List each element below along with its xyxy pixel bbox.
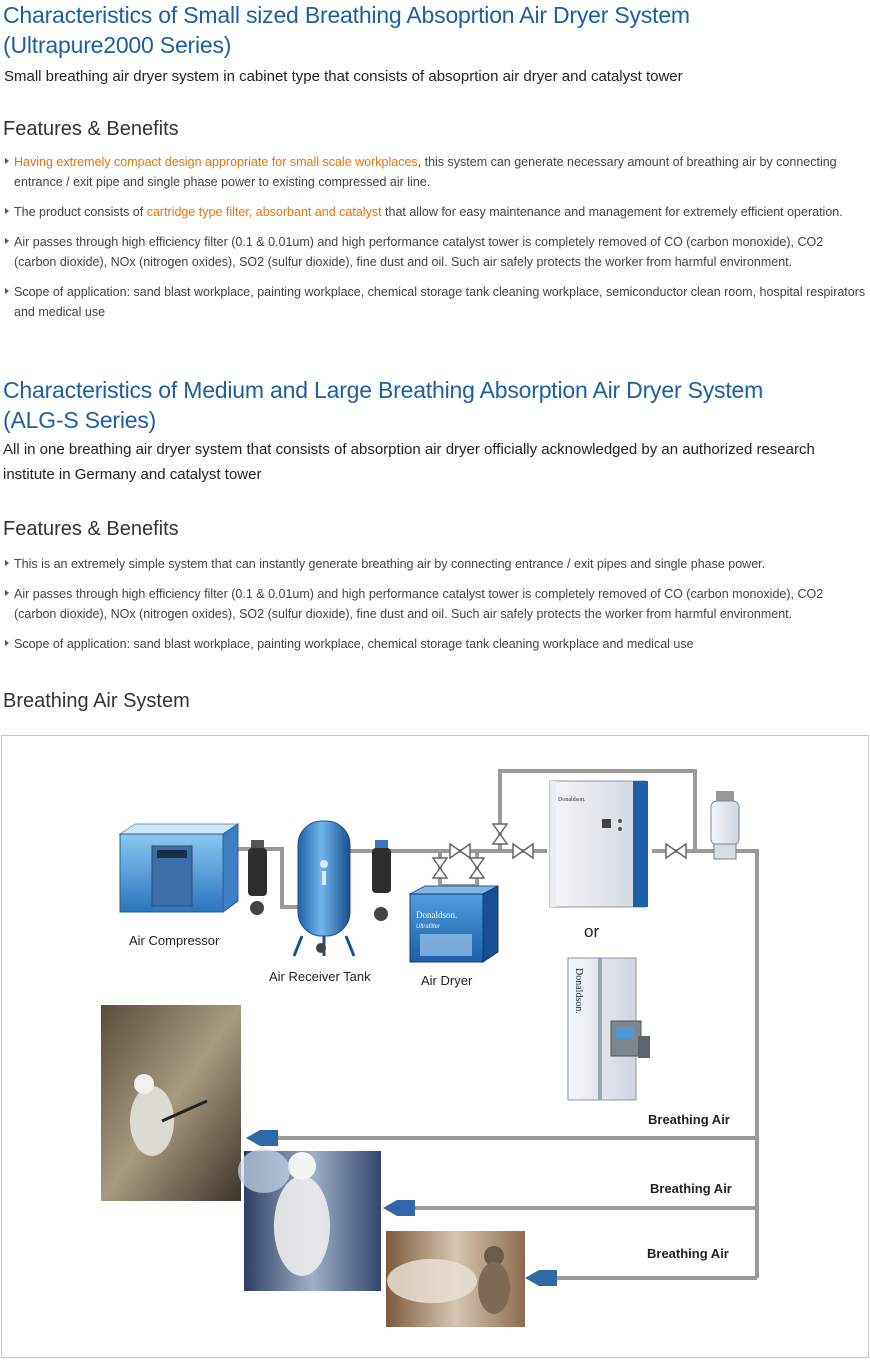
filter-icon [248, 840, 267, 915]
feature-text-pre: The product consists of [14, 205, 147, 219]
section1-title-line1: Characteristics of Small sized Breathing… [3, 2, 690, 28]
catalyst-tower-icon [710, 791, 740, 860]
feature-item: Having extremely compact design appropri… [4, 152, 866, 192]
feature-text: Air passes through high efficiency filte… [14, 587, 824, 621]
section2-subtitle: All in one breathing air dryer system th… [3, 441, 815, 483]
section2-title-line1: Characteristics of Medium and Large Brea… [3, 377, 764, 403]
svg-text:Donaldson.: Donaldson. [558, 797, 586, 803]
feature-item: The product consists of cartridge type f… [4, 202, 866, 222]
feature-text: that allow for easy maintenance and mana… [381, 205, 843, 219]
feature-item: Air passes through high efficiency filte… [4, 584, 866, 624]
feature-text: Air passes through high efficiency filte… [14, 235, 824, 269]
air-compressor-icon [118, 823, 240, 913]
sand-blast-photo [386, 1231, 525, 1327]
section2-features-list: This is an extremely simple system that … [4, 554, 866, 664]
section3-title: Breathing Air System [3, 690, 190, 712]
air-dryer-icon: Donaldson. Ultrafilter [409, 885, 499, 963]
air-receiver-tank-icon [292, 820, 356, 957]
section2-features-heading: Features & Benefits [3, 518, 179, 540]
tank-cleaning-photo [101, 1005, 241, 1201]
ultrapure2000-cabinet-icon: Donaldson. [567, 957, 650, 1101]
alg-s-cabinet-icon: Donaldson. [549, 780, 648, 908]
feature-text: This is an extremely simple system that … [14, 557, 766, 571]
section2-title-line2: (ALG-S Series) [3, 407, 157, 433]
section1-title-line2: (Ultrapure2000 Series) [3, 32, 232, 58]
feature-highlight: Having extremely compact design appropri… [14, 155, 418, 169]
dryer-brand-text: Donaldson. [416, 910, 457, 920]
feature-item: Air passes through high efficiency filte… [4, 232, 866, 272]
svg-text:Donaldson.: Donaldson. [573, 968, 584, 1014]
label-air-receiver-tank: Air Receiver Tank [269, 969, 371, 984]
section1-features-list: Having extremely compact design appropri… [4, 152, 866, 332]
painting-photo [238, 1149, 381, 1291]
label-breathing-air-1: Breathing Air [648, 1112, 730, 1127]
filter-icon [372, 840, 391, 921]
valve-icon [431, 823, 687, 879]
feature-text: Scope of application: sand blast workpla… [14, 285, 866, 319]
diagram-svg: Donaldson. Ultrafilter Donaldson. [101, 769, 759, 1327]
feature-text: Scope of application: sand blast workpla… [14, 637, 694, 651]
label-breathing-air-2: Breathing Air [650, 1181, 732, 1196]
feature-item: This is an extremely simple system that … [4, 554, 866, 574]
arrow-icon [246, 1130, 557, 1286]
feature-item: Scope of application: sand blast workpla… [4, 282, 866, 322]
section1-title: Characteristics of Small sized Breathing… [3, 0, 863, 60]
feature-text: , this system can generate necessary amo… [14, 155, 837, 189]
svg-text:Ultrafilter: Ultrafilter [416, 924, 441, 930]
section1-features-heading: Features & Benefits [3, 118, 179, 140]
label-or: or [584, 922, 600, 941]
breathing-air-system-diagram: Donaldson. Ultrafilter Donaldson. [1, 735, 869, 1358]
label-breathing-air-3: Breathing Air [647, 1246, 729, 1261]
label-air-compressor: Air Compressor [129, 933, 220, 948]
label-air-dryer: Air Dryer [421, 973, 473, 988]
section2-title: Characteristics of Medium and Large Brea… [3, 375, 863, 435]
feature-highlight: cartridge type filter, absorbant and cat… [146, 205, 382, 219]
feature-item: Scope of application: sand blast workpla… [4, 634, 866, 654]
section1-subtitle: Small breathing air dryer system in cabi… [4, 68, 683, 85]
